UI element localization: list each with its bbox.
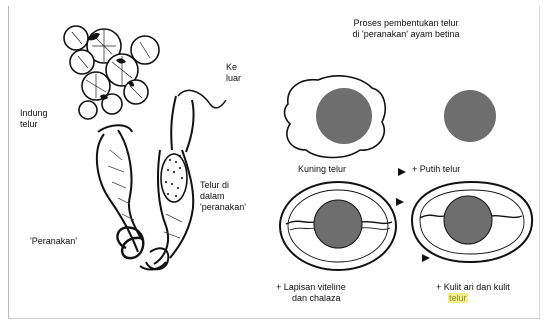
putih-telur-label: + Putih telur xyxy=(412,164,460,175)
indung-telur-label: Indung telur xyxy=(20,108,48,130)
egg-in-oviduct xyxy=(161,154,187,202)
yolk-only xyxy=(285,76,386,158)
lapisan-viteline-label: + Lapisan viteline dan chalaza xyxy=(276,282,346,304)
kuning-telur-label: Kuning telur xyxy=(298,164,346,175)
ke-luar-label: Ke luar xyxy=(226,62,241,84)
diagram-title: Proses pembentukan telur di 'peranakan' … xyxy=(316,18,496,40)
title-line-2: di 'peranakan' ayam betina xyxy=(316,29,496,40)
kulit-ari-label: + Kulit ari dan kulit telur xyxy=(436,282,510,304)
arrow-icon xyxy=(398,168,406,176)
telur-di-dalam-label: Telur di dalam 'peranakan' xyxy=(200,180,246,213)
arrow-icon xyxy=(396,198,404,206)
arrow-icon xyxy=(422,254,430,262)
egg-viteline-chalaza xyxy=(280,182,396,270)
yolk-with-white xyxy=(444,90,496,142)
highlighted-telur: telur xyxy=(448,293,468,303)
peranakan-label: 'Peranakan' xyxy=(30,236,77,247)
title-line-1: Proses pembentukan telur xyxy=(316,18,496,29)
egg-shell-membrane xyxy=(412,182,532,262)
